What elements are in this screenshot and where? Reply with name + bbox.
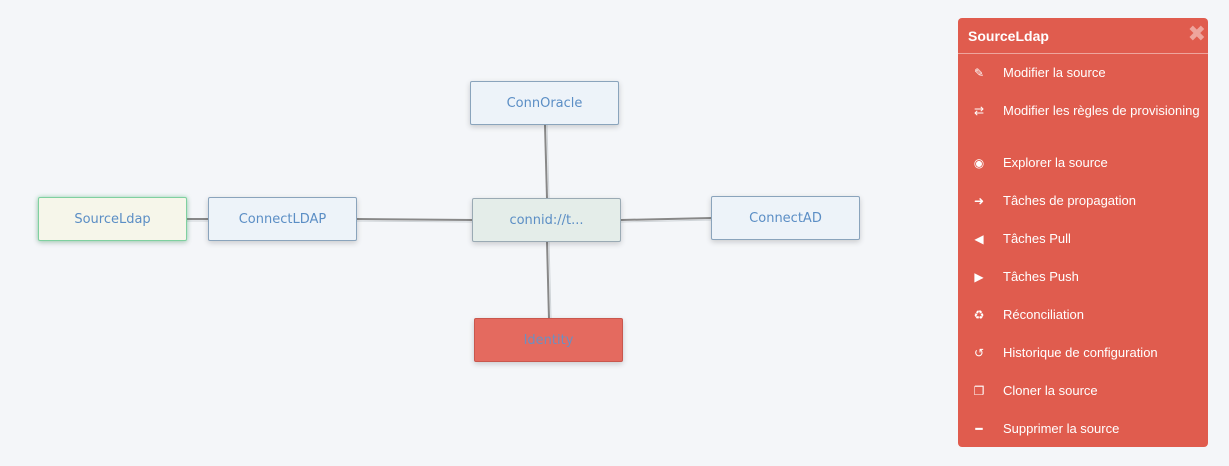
arrow-right-icon: ➜: [973, 194, 985, 208]
menu-item-label: Modifier les règles de provisioning: [1003, 103, 1200, 118]
link-center-identity: [546, 240, 550, 320]
menu-item-push-tasks[interactable]: ▶ Tâches Push: [968, 264, 1200, 290]
menu-header: SourceLdap ✖: [958, 18, 1208, 54]
menu-item-pull-tasks[interactable]: ◀ Tâches Pull: [968, 226, 1200, 252]
menu-item-propagation-tasks[interactable]: ➜ Tâches de propagation: [968, 188, 1200, 214]
menu-item-reconciliation[interactable]: ♻ Réconciliation: [968, 302, 1200, 328]
menu-item-provisioning-rules[interactable]: ⇄ Modifier les règles de provisioning: [968, 98, 1200, 124]
menu-item-clone-source[interactable]: ❐ Cloner la source: [968, 378, 1200, 404]
menu-item-explore-source[interactable]: ◉ Explorer la source: [968, 150, 1200, 176]
pencil-icon: ✎: [973, 66, 985, 80]
node-connect-ad[interactable]: ConnectAD: [711, 196, 860, 240]
menu-item-label: Modifier la source: [1003, 65, 1106, 80]
close-icon[interactable]: ✖: [1187, 22, 1206, 47]
eye-icon: ◉: [973, 156, 985, 170]
node-connid-center[interactable]: connid://t...: [472, 198, 621, 242]
node-source-ldap[interactable]: SourceLdap: [38, 197, 187, 241]
link-connoracle-center: [544, 124, 548, 199]
menu-item-edit-source[interactable]: ✎ Modifier la source: [968, 60, 1200, 86]
menu-item-label: Explorer la source: [1003, 155, 1108, 170]
clone-icon: ❐: [973, 384, 985, 398]
node-conn-oracle[interactable]: ConnOracle: [470, 81, 619, 125]
recycle-icon: ♻: [973, 308, 985, 322]
menu-title: SourceLdap: [968, 27, 1049, 44]
menu-item-delete-source[interactable]: ━ Supprimer la source: [968, 416, 1200, 442]
link-connectldap-center: [356, 218, 474, 221]
node-connect-ldap[interactable]: ConnectLDAP: [208, 197, 357, 241]
node-identity[interactable]: Identity: [474, 318, 623, 362]
exchange-icon: ⇄: [973, 104, 985, 118]
menu-item-label: Supprimer la source: [1003, 421, 1120, 436]
menu-item-label: Historique de configuration: [1003, 345, 1158, 360]
menu-item-label: Tâches Push: [1003, 269, 1079, 284]
menu-item-label: Cloner la source: [1003, 383, 1098, 398]
menu-item-label: Tâches Pull: [1003, 231, 1071, 246]
menu-item-config-history[interactable]: ↺ Historique de configuration: [968, 340, 1200, 366]
source-actions-menu: SourceLdap ✖ ✎ Modifier la source ⇄ Modifi…: [958, 18, 1208, 447]
history-icon: ↺: [973, 346, 985, 360]
menu-item-label: Réconciliation: [1003, 307, 1084, 322]
menu-item-label: Tâches de propagation: [1003, 193, 1136, 208]
chevron-circle-right-icon: ▶: [974, 270, 984, 284]
link-center-connectad: [620, 217, 713, 221]
minus-icon: ━: [975, 422, 983, 436]
chevron-circle-left-icon: ◀: [974, 232, 984, 246]
